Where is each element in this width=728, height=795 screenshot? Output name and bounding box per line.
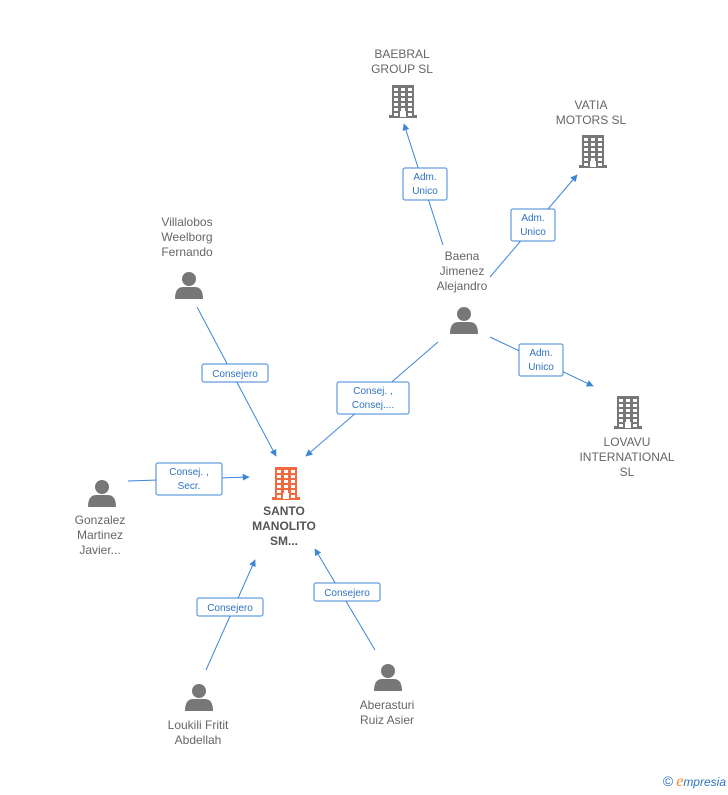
edge-label-text: Adm. (529, 348, 552, 359)
node-label: Martinez (77, 528, 123, 542)
edge-loukili-to-santo: Consejero (196, 559, 264, 671)
edge-label-text: Consejero (324, 588, 370, 599)
edge-label-text: Consej. , (353, 386, 392, 397)
person-icon (374, 664, 402, 691)
edge-aberasturi-to-santo: Consejero (313, 548, 381, 651)
edge-label-text: Consej. , (169, 467, 208, 478)
node-label: LOVAVU (604, 435, 651, 449)
node-label: VATIA (575, 98, 608, 112)
edge-label-text: Adm. (413, 172, 436, 183)
copyright-symbol: © (662, 773, 674, 789)
node-label: Villalobos (161, 215, 212, 229)
node-label: BAEBRAL (374, 47, 430, 61)
edge-label-box[interactable] (313, 582, 381, 602)
edge-gonzalez-to-santo: Consej. , Secr. (127, 462, 250, 496)
node-label: Baena (445, 249, 480, 263)
person-icon (88, 480, 116, 507)
node-label: SL (620, 465, 635, 479)
node-label: Aberasturi (360, 698, 415, 712)
edge-label-text: Adm. (521, 213, 544, 224)
node-label: Fernando (161, 245, 213, 259)
edge-label-text: Consejero (207, 603, 253, 614)
person-icon (450, 307, 478, 334)
edge-label-text: Consejero (212, 369, 258, 380)
edge-label-text: Unico (520, 227, 546, 238)
edge-label-box[interactable] (518, 343, 564, 377)
edge-label-text: Secr. (178, 481, 201, 492)
edge-label-text: Unico (528, 362, 554, 373)
node-label: GROUP SL (371, 62, 433, 76)
node-label: Abdellah (175, 733, 222, 747)
edge-label-box[interactable] (336, 381, 410, 415)
node-label: SM... (270, 534, 298, 548)
node-label: Javier... (79, 543, 120, 557)
building-icon (272, 467, 300, 500)
person-icon (185, 684, 213, 711)
node-label: INTERNATIONAL (579, 450, 674, 464)
edge-label-box[interactable] (510, 208, 556, 242)
node-label: MOTORS SL (556, 113, 627, 127)
building-icon (389, 85, 417, 118)
person-icon (175, 272, 203, 299)
brand-name: mpresia (683, 775, 726, 789)
node-label: Gonzalez (75, 513, 126, 527)
footer-brand: ©empresia (663, 773, 726, 791)
edge-baena-to-lovavu: Adm. Unico (489, 336, 594, 387)
building-icon (579, 135, 607, 168)
node-label: Alejandro (437, 279, 488, 293)
edge-label-text: Consej.... (352, 400, 394, 411)
node-label: Ruiz Asier (360, 713, 414, 727)
edge-label-box[interactable] (402, 167, 448, 201)
edge-label-box[interactable] (196, 597, 264, 617)
edge-baena-to-santo: Consej. , Consej.... (305, 341, 439, 457)
node-santo[interactable]: SANTOMANOLITOSM... (252, 467, 316, 548)
edge-villalobos-to-santo: Consejero (196, 306, 277, 457)
edge-label-text: Unico (412, 186, 438, 197)
node-gonzalez[interactable]: GonzalezMartinezJavier... (75, 480, 126, 557)
edge-label-box[interactable] (155, 462, 223, 496)
node-label: Loukili Fritit (168, 718, 229, 732)
edge-label-box[interactable] (201, 363, 269, 383)
edge-baena-to-baebral: Adm. Unico (402, 123, 448, 246)
brand-initial: e (676, 773, 684, 790)
edge-baena-to-vatia: Adm. Unico (489, 174, 578, 278)
node-label: Jimenez (440, 264, 485, 278)
node-label: Weelborg (161, 230, 212, 244)
node-label: SANTO (263, 504, 305, 518)
building-icon (614, 396, 642, 429)
node-label: MANOLITO (252, 519, 316, 533)
